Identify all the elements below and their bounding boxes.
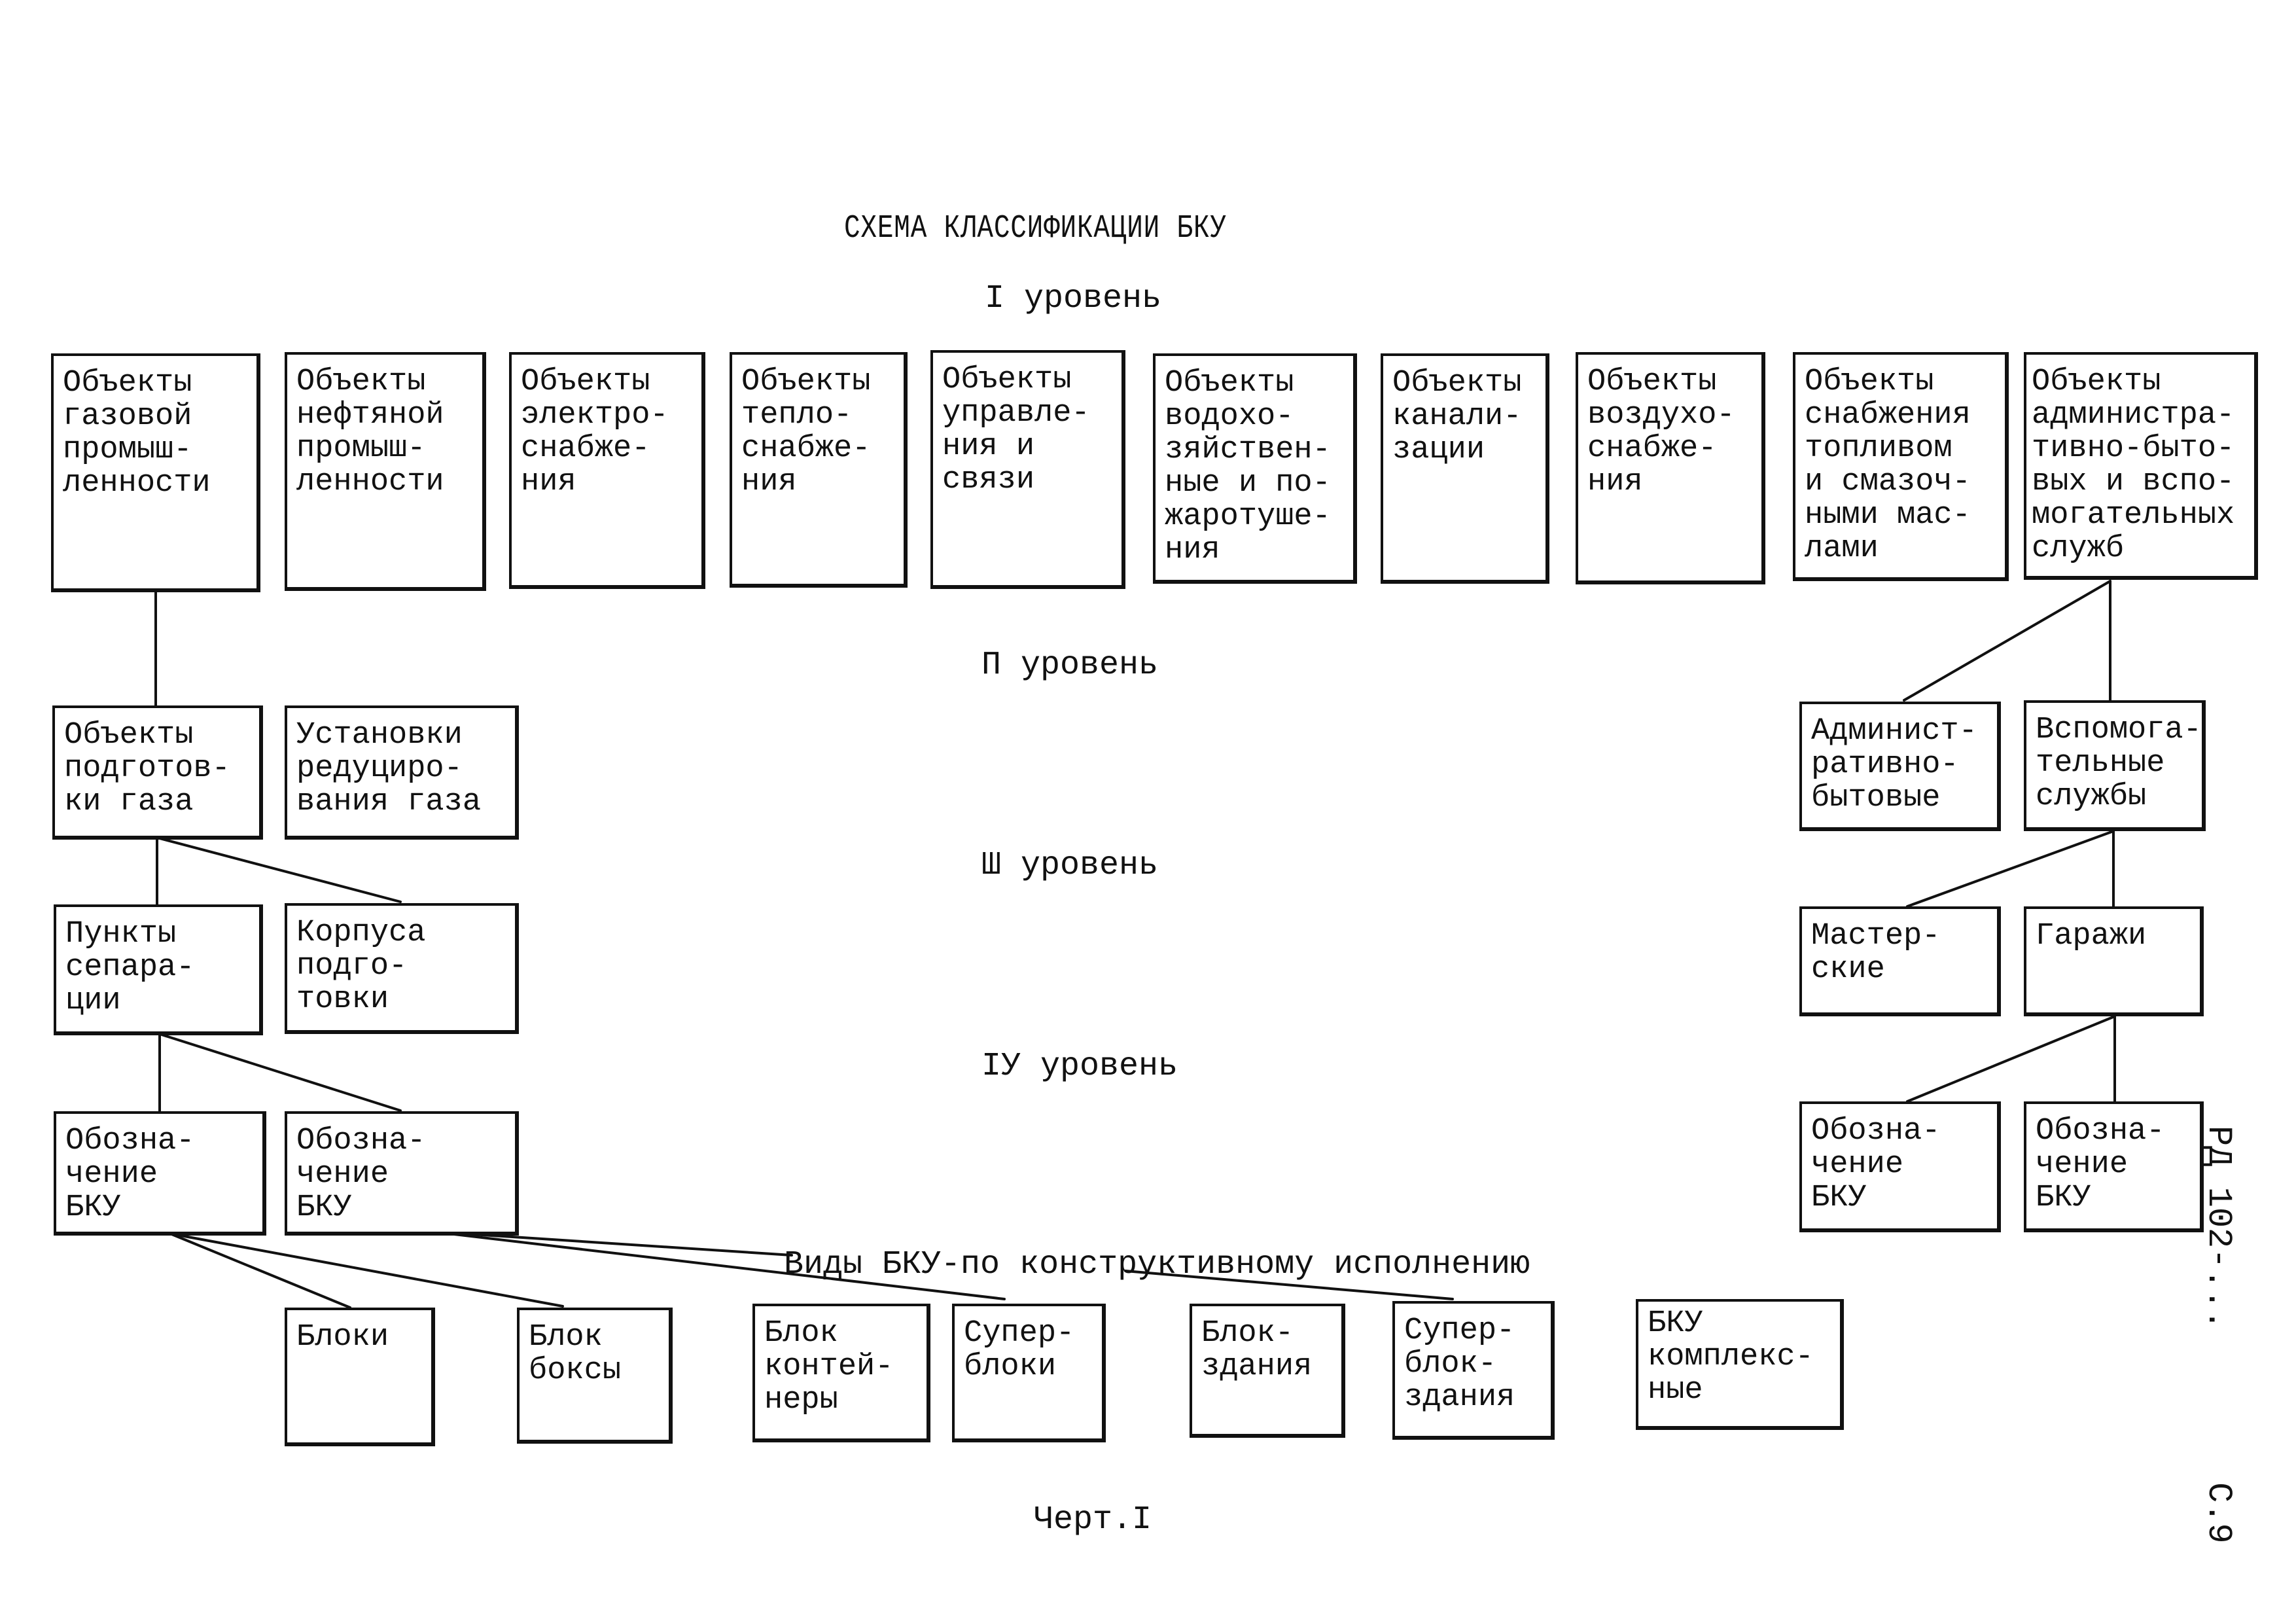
document-code: РД 102-... [2199,1126,2238,1330]
node-control-communication: Объекты управле- ния и связи [930,350,1125,589]
connector-line [158,1033,402,1112]
type-superblocks: Супер- блоки [952,1304,1106,1442]
node-air-supply: Объекты воздухо- снабже- ния [1576,352,1765,584]
type-block-boxes: Блок боксы [517,1308,673,1444]
node-admin-auxiliary: Объекты администра- тивно-быто- вых и вс… [2024,352,2258,580]
type-block-containers: Блок контей- неры [752,1304,930,1442]
node-fuel-lubricant-supply: Объекты снабжения топливом и смазоч- ным… [1793,352,2009,581]
node-auxiliary-services: Вспомога- тельные службы [2024,700,2206,831]
node-heat-supply: Объекты тепло- снабже- ния [730,352,908,588]
connector-line [1903,580,2111,702]
connector-line [1906,830,2115,908]
node-water-fire: Объекты водохо- зяйствен- ные и по- жаро… [1153,353,1357,584]
node-bku-designation: Обозна- чение БКУ [2024,1101,2204,1232]
type-superblock-buildings: Супер- блок- здания [1392,1301,1555,1440]
connector-line [169,1232,351,1309]
diagram-title: СХЕМА КЛАССИФИКАЦИИ БКУ [844,210,1227,247]
types-label: Виды БКУ-по конструктивному исполнению [784,1246,1530,1283]
node-oil-industry: Объекты нефтяной промыш- ленности [285,352,486,591]
node-preparation-buildings: Корпуса подго- товки [285,903,519,1034]
level-1-label: I уровень [985,280,1162,317]
node-gas-reduction: Установки редуциро- вания газа [285,705,519,840]
node-administrative: Админист- ративно- бытовые [1799,702,2001,831]
type-complex-bku: БКУ комплекс- ные [1636,1299,1844,1430]
node-bku-designation: Обозна- чение БКУ [1799,1101,2001,1232]
type-block-buildings: Блок- здания [1190,1304,1345,1438]
node-bku-designation: Обозна- чение БКУ [285,1111,519,1236]
node-sewerage: Объекты канали- зации [1381,353,1549,584]
connector-line [169,1232,564,1308]
node-garages: Гаражи [2024,906,2204,1016]
connector-line [1906,1015,2116,1103]
node-separation-points: Пункты сепара- ции [54,904,263,1035]
level-2-label: П уровень [981,647,1159,684]
node-power-supply: Объекты электро- снабже- ния [509,352,705,589]
node-gas-industry: Объекты газовой промыш- ленности [51,353,260,592]
node-gas-preparation: Объекты подготов- ки газа [52,705,263,840]
level-3-label: Ш уровень [981,847,1159,884]
page-number: С.9 [2199,1482,2238,1544]
connector-line [156,836,402,903]
level-4-label: IУ уровень [981,1048,1178,1085]
figure-caption: Черт.I [1034,1501,1152,1539]
node-bku-designation: Обозна- чение БКУ [54,1111,266,1236]
type-blocks: Блоки [285,1308,435,1446]
node-workshops: Мастер- ские [1799,906,2001,1016]
